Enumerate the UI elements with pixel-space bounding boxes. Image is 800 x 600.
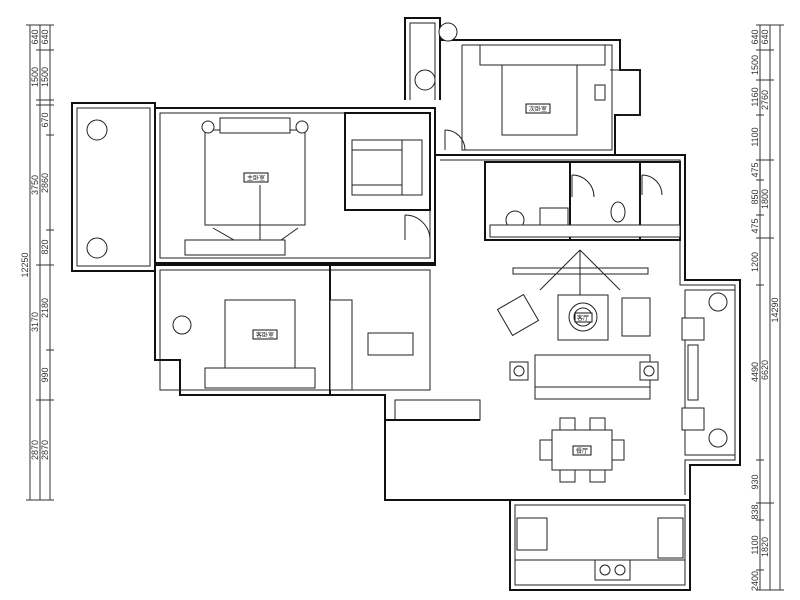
dimension-label: 3750 <box>30 175 40 195</box>
dimension-label: 670 <box>40 112 50 127</box>
dimension-label: 2870 <box>30 440 40 460</box>
dimension-label: 12250 <box>20 252 30 277</box>
dimension-label: 2760 <box>760 90 770 110</box>
dimension-label: 640 <box>750 29 760 44</box>
dimension-label: 820 <box>40 239 50 254</box>
dimension-label: 930 <box>750 474 760 489</box>
dimension-label: 640 <box>760 29 770 44</box>
plant-icon <box>86 119 108 141</box>
plant-icon <box>86 237 108 259</box>
room-label-guest-bedroom: 客卧室 <box>252 329 278 340</box>
plant-icon <box>708 292 728 312</box>
guest-wardrobe <box>329 299 353 391</box>
svg-text:次卧室: 次卧室 <box>529 105 547 113</box>
svg-text:餐厅: 餐厅 <box>576 447 588 455</box>
dimension-label: 1800 <box>760 189 770 209</box>
sofa <box>534 354 651 388</box>
svg-text:主卧室: 主卧室 <box>247 174 265 182</box>
svg-text:客卧室: 客卧室 <box>256 331 274 339</box>
dimension-label: 2860 <box>40 173 50 193</box>
dimension-label: 1820 <box>760 537 770 557</box>
room-label-living-room: 客厅 <box>574 312 593 323</box>
left-dimension-chain: 12250 640 1500 3750 3170 2870 640 1500 6… <box>20 24 54 501</box>
dimension-label: 1500 <box>750 55 760 75</box>
dimension-label: 2180 <box>40 298 50 318</box>
dimension-label: 1500 <box>40 67 50 87</box>
plant-icon <box>172 315 192 335</box>
dimension-label: 6620 <box>760 360 770 380</box>
balcony-chair <box>681 317 705 341</box>
furniture <box>86 22 728 581</box>
dimension-label: 4490 <box>750 362 760 382</box>
wardrobe <box>351 139 423 196</box>
plant-icon <box>708 428 728 448</box>
tv-cabinet <box>184 239 286 256</box>
dimension-label: 1200 <box>750 252 760 272</box>
dimension-label: 1100 <box>750 127 760 146</box>
armchair <box>621 297 651 337</box>
dimension-label: 475 <box>750 218 760 233</box>
dimension-label: 990 <box>40 367 50 382</box>
dimension-label: 2870 <box>40 440 50 460</box>
dimension-label: 640 <box>30 29 40 44</box>
dimension-label: 2400 <box>750 571 760 591</box>
dimension-label: 838 <box>750 504 760 519</box>
dimension-label: 1160 <box>750 87 760 106</box>
plant-icon <box>414 69 436 91</box>
second-bed <box>501 64 578 136</box>
dimension-label: 3170 <box>30 312 40 332</box>
desk <box>367 332 414 356</box>
svg-text:客厅: 客厅 <box>577 314 589 322</box>
plant-icon <box>438 22 458 42</box>
fridge <box>516 517 548 551</box>
armchair <box>496 293 540 337</box>
balcony-chair <box>681 407 705 431</box>
room-label-master-bedroom: 主卧室 <box>243 172 269 183</box>
dimension-label: 640 <box>40 29 50 44</box>
dimension-label: 475 <box>750 162 760 177</box>
right-dimension-chain: 14290 640 2760 1800 6620 1820 640 1500 1… <box>750 24 784 591</box>
toilet <box>610 201 626 223</box>
sink <box>657 517 684 559</box>
dimension-label: 850 <box>750 189 760 204</box>
dimension-label: 1100 <box>750 535 760 554</box>
dimension-label: 1500 <box>30 67 40 87</box>
room-label-second-bedroom: 次卧室 <box>525 103 551 114</box>
room-label-dining-room: 餐厅 <box>572 445 592 456</box>
dimension-label: 14290 <box>770 297 780 322</box>
